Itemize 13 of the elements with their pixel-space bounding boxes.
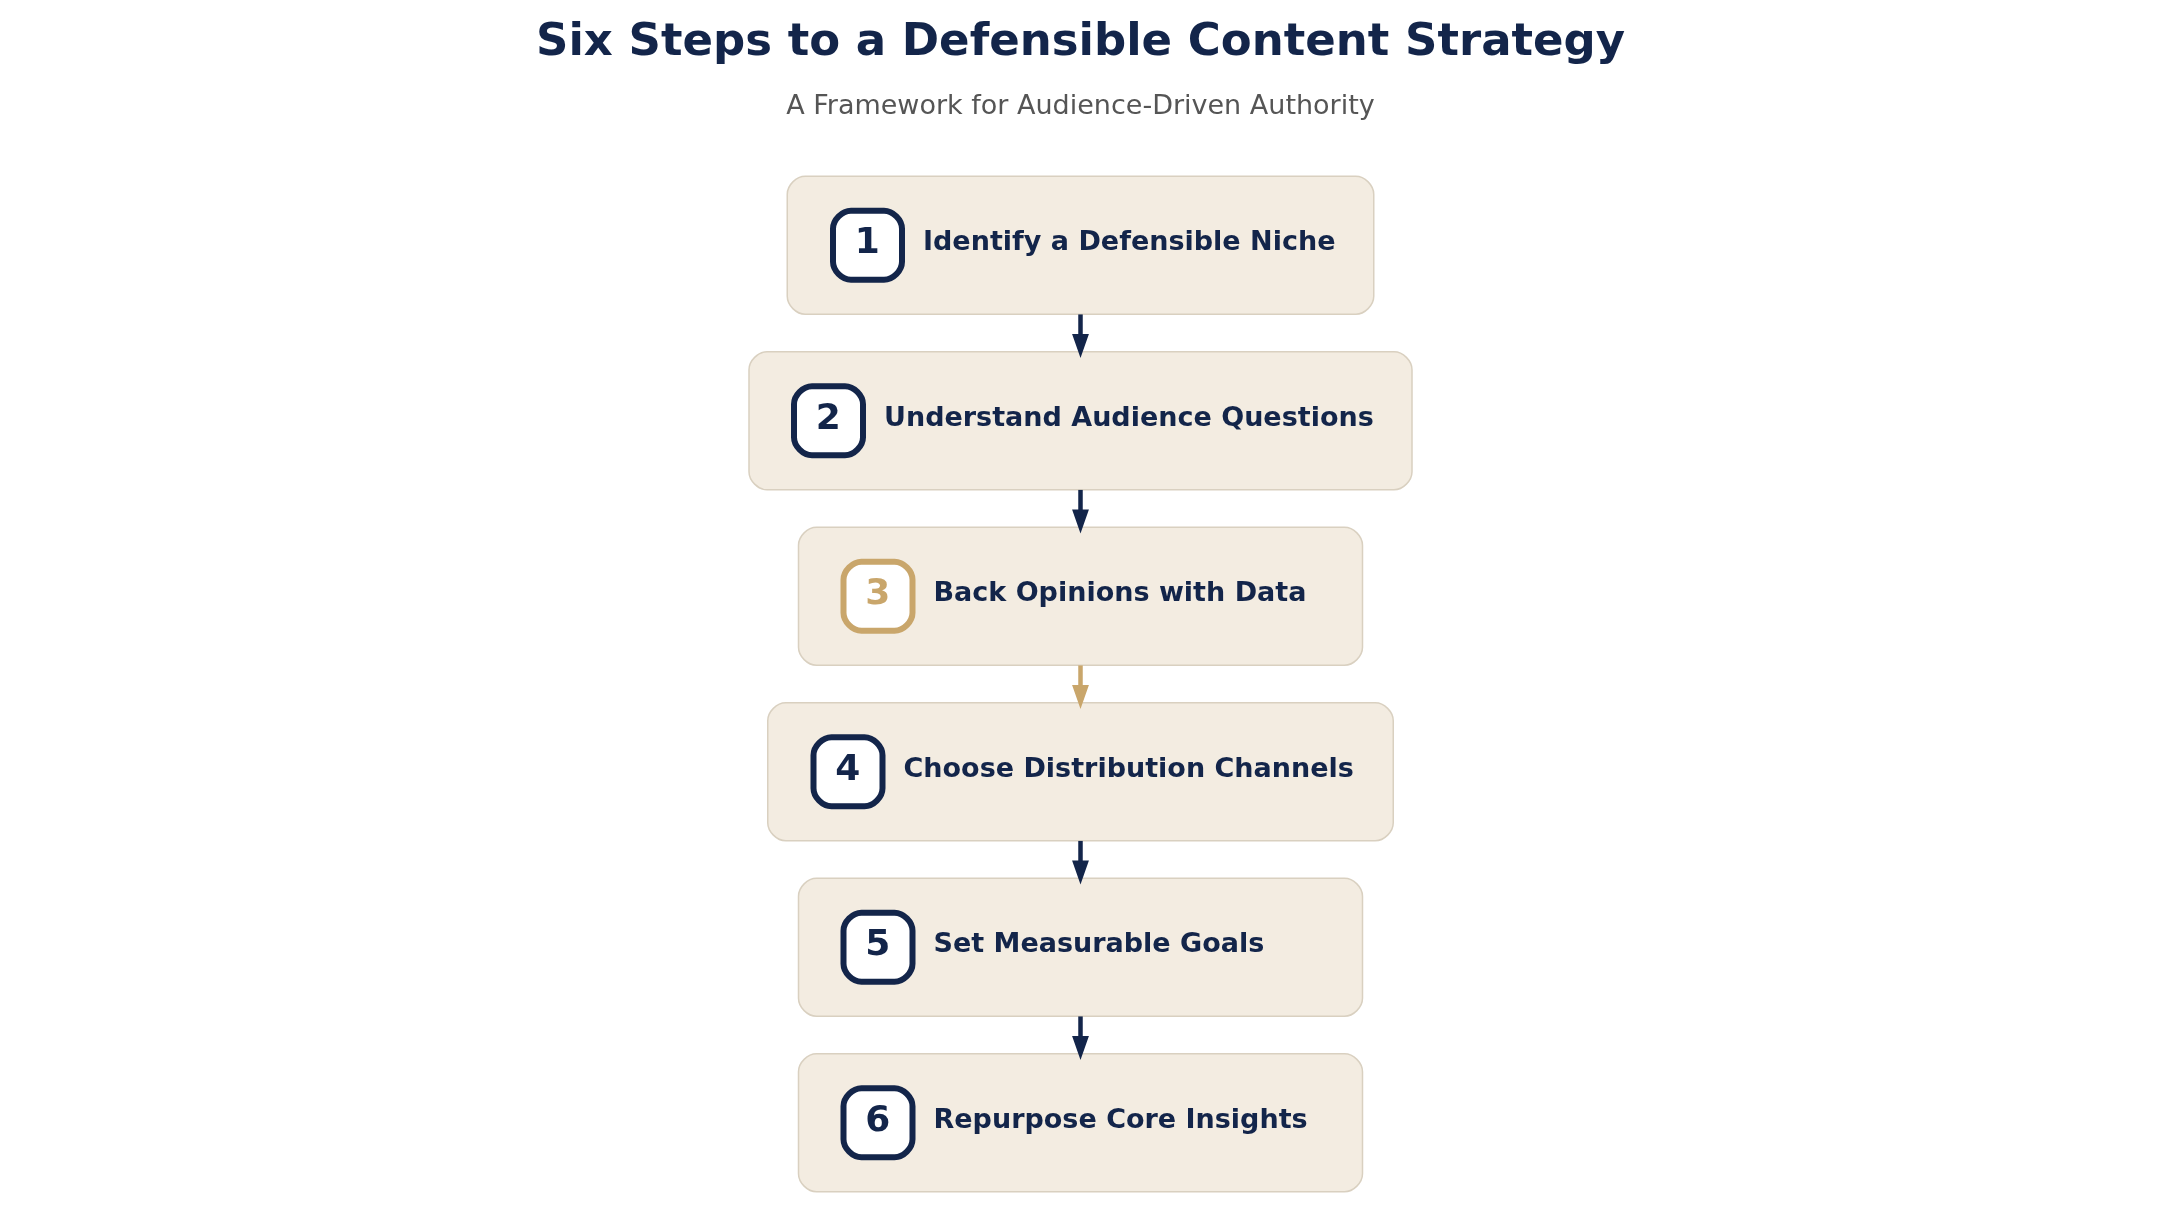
label: A Framework for Audience-Driven Authority xyxy=(785,88,1375,120)
arrow xyxy=(1071,840,1089,885)
arrow xyxy=(1071,665,1089,709)
arrow xyxy=(1071,489,1089,534)
node-box: 3 Back Opinions with Data xyxy=(797,526,1363,666)
node-box: 4 Choose Distribution Channels xyxy=(766,702,1394,842)
node-box: 5 Set Measurable Goals xyxy=(797,877,1363,1017)
node-box: 2 Understand Audience Questions xyxy=(747,351,1413,491)
arrow xyxy=(1071,1016,1089,1060)
diagram-title: Six Steps to a Defensible Content Strategy xyxy=(535,12,1625,66)
node-box: 1 Identify a Defensible Niche xyxy=(786,175,1374,315)
arrow xyxy=(1071,314,1089,358)
node-box: 6 Repurpose Core Insights xyxy=(797,1053,1363,1193)
